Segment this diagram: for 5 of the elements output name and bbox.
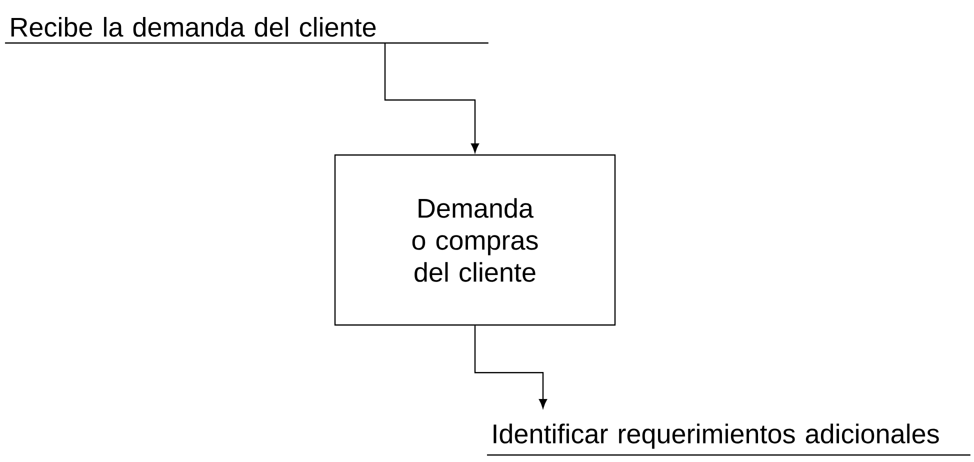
process-box: Demanda o compras del cliente: [334, 154, 616, 326]
arrow: [474, 326, 547, 408]
underlined-label: Recibe la demanda del cliente: [5, 16, 488, 44]
arrow: [384, 43, 480, 153]
underlined-label: Identificar requerimientos adicionales: [487, 424, 970, 456]
